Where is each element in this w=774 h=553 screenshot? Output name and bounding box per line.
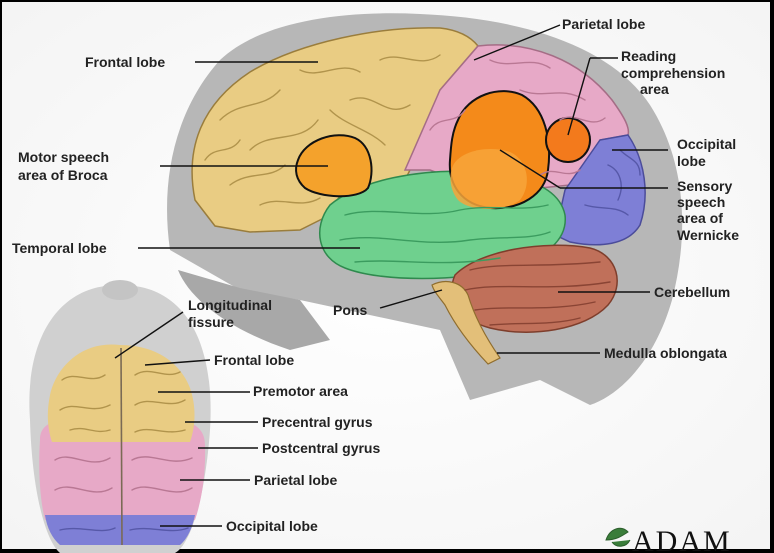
label-precentral-gyrus: Precentral gyrus xyxy=(262,414,373,430)
top-gyri xyxy=(54,370,193,532)
leaf-icon xyxy=(605,527,631,547)
label-longitudinal-2: fissure xyxy=(188,314,234,330)
label-sensory-3: area of xyxy=(677,210,723,226)
top-view: Longitudinal fissure Frontal lobe Premot… xyxy=(29,280,380,553)
label-broca-1: Motor speech xyxy=(18,149,109,165)
logo-text: ADAM xyxy=(632,525,732,553)
label-reading-1: Reading xyxy=(621,48,676,64)
lateral-gyri xyxy=(204,54,641,326)
brainstem-region xyxy=(431,281,501,365)
label-broca-2: area of Broca xyxy=(18,167,108,183)
label-pons: Pons xyxy=(333,302,367,318)
adam-logo: ADAM xyxy=(605,525,732,553)
wernicke-inner-region xyxy=(450,148,527,209)
label-parietal-lobe: Parietal lobe xyxy=(562,16,645,32)
label-premotor-area: Premotor area xyxy=(253,383,348,399)
top-leaders xyxy=(114,311,258,527)
reading-area-region xyxy=(545,117,591,163)
face-shadow xyxy=(178,270,330,350)
broca-area-region xyxy=(295,134,373,198)
label-sensory-2: speech xyxy=(677,194,725,210)
top-nose xyxy=(102,280,138,300)
label-frontal-lobe: Frontal lobe xyxy=(85,54,165,70)
label-longitudinal-1: Longitudinal xyxy=(188,297,272,313)
label-reading-3: area xyxy=(640,81,669,97)
lateral-leaders xyxy=(138,24,668,354)
label-medulla: Medulla oblongata xyxy=(604,345,727,361)
label-cerebellum: Cerebellum xyxy=(654,284,730,300)
label-postcentral-gyrus: Postcentral gyrus xyxy=(262,440,380,456)
label-sensory-4: Wernicke xyxy=(677,227,739,243)
occipital-lobe-region xyxy=(554,134,646,246)
label-occipital-1: Occipital xyxy=(677,136,736,152)
top-longitudinal-fissure-line xyxy=(120,347,123,546)
label-sensory-1: Sensory xyxy=(677,178,732,194)
label-top-parietal-lobe: Parietal lobe xyxy=(254,472,337,488)
label-occipital-2: lobe xyxy=(677,153,706,169)
label-reading-2: comprehension xyxy=(621,65,725,81)
lateral-view: Frontal lobe Parietal lobe Reading compr… xyxy=(12,13,739,406)
label-temporal-lobe: Temporal lobe xyxy=(12,240,107,256)
label-top-occipital-lobe: Occipital lobe xyxy=(226,518,318,534)
top-occipital-region xyxy=(45,515,195,545)
label-top-frontal-lobe: Frontal lobe xyxy=(214,352,294,368)
